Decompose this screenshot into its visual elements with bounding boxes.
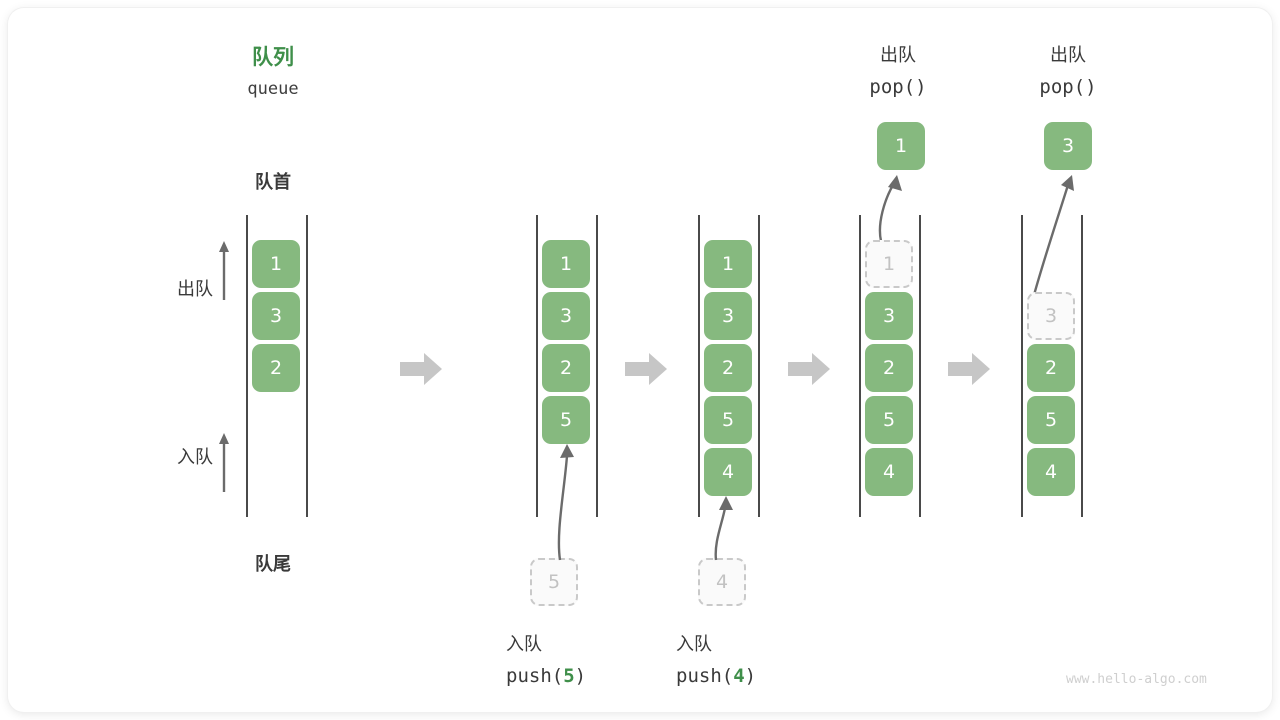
watermark: www.hello-algo.com <box>1066 672 1207 687</box>
stage-caption-code: push(4) <box>676 665 826 687</box>
stage-caption-code: push(5) <box>506 665 656 687</box>
step-arrow-icon <box>948 352 990 386</box>
queue-rail-left-stage-4 <box>859 215 861 517</box>
queue-cell: 3 <box>704 292 752 340</box>
queue-rail-right-stage-4 <box>919 215 921 517</box>
queue-cell: 2 <box>865 344 913 392</box>
queue-cell: 3 <box>542 292 590 340</box>
push-arrow-icon <box>698 490 778 562</box>
stage-caption-cn: 出队 <box>880 45 916 66</box>
queue-rail-left-stage-3 <box>698 215 700 517</box>
queue-cell: 1 <box>542 240 590 288</box>
stage-caption-cn: 入队 <box>506 634 542 655</box>
queue-cell: 2 <box>1027 344 1075 392</box>
enqueue-direction-arrow-icon <box>216 432 232 492</box>
stage-caption-cn: 入队 <box>676 634 712 655</box>
step-arrow-icon <box>400 352 442 386</box>
queue-cell: 2 <box>252 344 300 392</box>
queue-rail-right-stage-3 <box>758 215 760 517</box>
push-code-arg: 5 <box>563 665 575 687</box>
queue-cell-removed: 1 <box>865 240 913 288</box>
diagram-title-code: queue <box>247 79 299 99</box>
push-code-prefix: push( <box>676 665 734 687</box>
queue-cell: 1 <box>704 240 752 288</box>
stage-caption-cn: 出队 <box>1050 45 1086 66</box>
queue-tail-label: 队尾 <box>255 554 291 575</box>
queue-cell-removed: 3 <box>1027 292 1075 340</box>
diagram-title-cn: 队列 <box>252 45 294 69</box>
push-code-arg: 4 <box>733 665 745 687</box>
stage-caption-code: pop() <box>1039 76 1097 98</box>
queue-cell-new: 5 <box>542 396 590 444</box>
queue-rail-left-stage-5 <box>1021 215 1023 517</box>
queue-cell: 1 <box>252 240 300 288</box>
queue-cell: 2 <box>542 344 590 392</box>
step-arrow-icon <box>625 352 667 386</box>
pop-arrow-icon <box>863 173 933 243</box>
step-arrow-icon <box>788 352 830 386</box>
popped-cell: 3 <box>1044 122 1092 170</box>
incoming-ghost-cell: 5 <box>530 558 578 606</box>
queue-cell: 3 <box>865 292 913 340</box>
push-arrow-icon <box>528 438 608 563</box>
diagram-canvas: 队列 queue 队首 队尾 出队 入队 1 3 2 1 3 2 5 5 <box>8 8 1272 712</box>
queue-cell: 4 <box>1027 448 1075 496</box>
stage-caption-code: pop() <box>869 76 927 98</box>
incoming-ghost-cell: 4 <box>698 558 746 606</box>
queue-rail-left-stage-1 <box>246 215 248 517</box>
queue-cell: 3 <box>252 292 300 340</box>
queue-rail-right-stage-2 <box>596 215 598 517</box>
popped-cell: 1 <box>877 122 925 170</box>
queue-cell: 4 <box>865 448 913 496</box>
push-code-suffix: ) <box>744 665 757 687</box>
dequeue-direction-label: 出队 <box>177 279 213 300</box>
queue-head-label: 队首 <box>255 172 291 193</box>
queue-rail-left-stage-2 <box>536 215 538 517</box>
queue-cell: 2 <box>704 344 752 392</box>
queue-cell: 5 <box>865 396 913 444</box>
dequeue-direction-arrow-icon <box>216 240 232 300</box>
queue-cell: 5 <box>704 396 752 444</box>
push-code-suffix: ) <box>574 665 587 687</box>
push-code-prefix: push( <box>506 665 564 687</box>
queue-cell-new: 4 <box>704 448 752 496</box>
enqueue-direction-label: 入队 <box>177 447 213 468</box>
queue-rail-right-stage-1 <box>306 215 308 517</box>
queue-cell: 5 <box>1027 396 1075 444</box>
pop-arrow-icon <box>1026 173 1106 298</box>
queue-rail-right-stage-5 <box>1081 215 1083 517</box>
